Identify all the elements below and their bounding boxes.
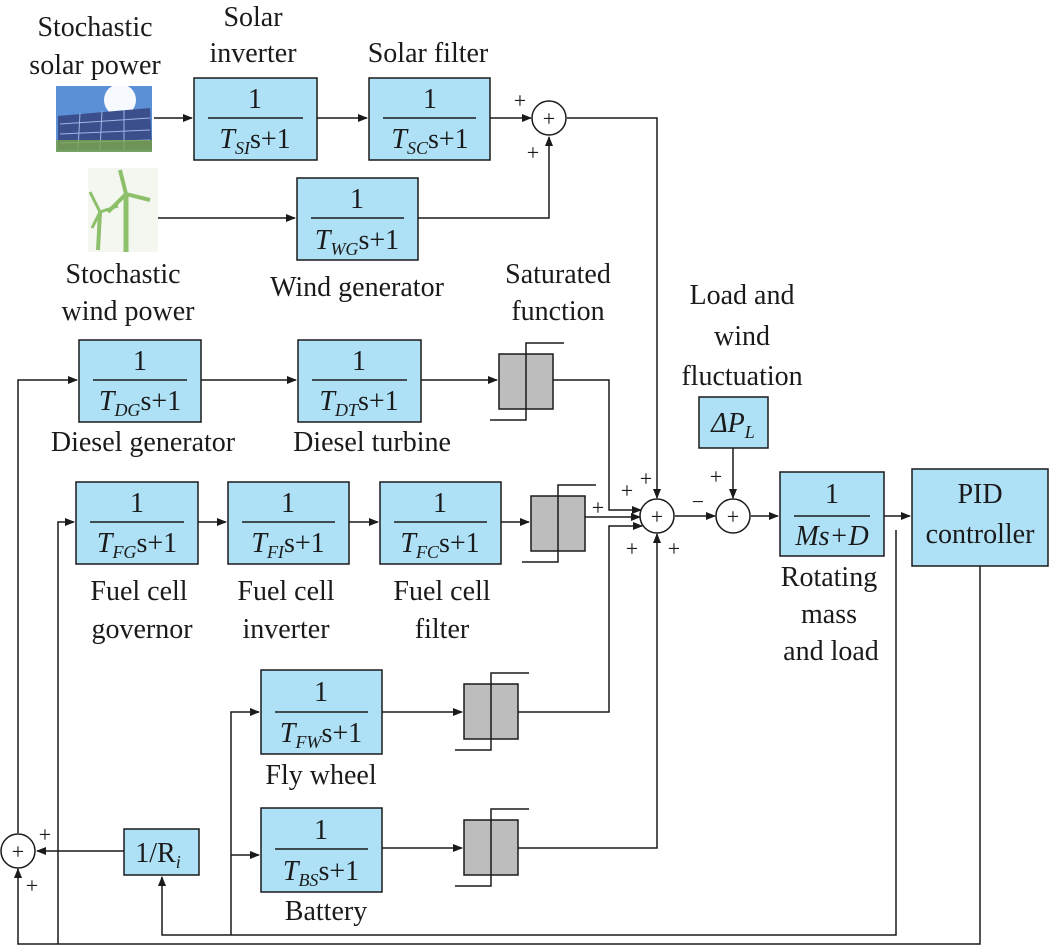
saturation-fuel-cell (522, 484, 596, 563)
svg-text:1: 1 (281, 488, 295, 519)
svg-text:1: 1 (314, 677, 328, 708)
svg-text:controller: controller (926, 519, 1036, 550)
svg-text:1: 1 (423, 84, 437, 115)
svg-text:1: 1 (433, 488, 447, 519)
svg-text:+: + (710, 464, 722, 489)
label-stochastic-solar: Stochastic (37, 12, 152, 43)
label-solar-filter: Solar filter (368, 38, 489, 69)
block-wind-generator: 1 TWGs+1 (296, 177, 419, 261)
label-fly-wheel: Fly wheel (265, 760, 376, 791)
svg-text:TBSs+1: TBSs+1 (283, 856, 359, 890)
svg-text:1: 1 (352, 346, 366, 377)
svg-text:+: + (640, 466, 652, 491)
label-stochastic-solar-2: solar power (29, 50, 161, 81)
solar-panel-icon (56, 84, 152, 152)
block-fuel-cell-filter: 1 TFCs+1 (379, 481, 502, 565)
label-solar-inverter: Solar (223, 2, 283, 33)
svg-text:+: + (543, 106, 555, 131)
block-ri: 1/Ri (123, 828, 200, 876)
block-battery: 1 TBSs+1 (260, 807, 383, 893)
label-fuel-cell-inverter-2: inverter (242, 614, 330, 645)
svg-text:ΔPL: ΔPL (710, 408, 755, 442)
svg-text:TFCs+1: TFCs+1 (400, 528, 479, 562)
svg-text:1/Ri: 1/Ri (135, 838, 180, 872)
label-diesel-generator: Diesel generator (51, 427, 236, 458)
svg-text:−: − (692, 489, 704, 514)
svg-text:TSIs+1: TSIs+1 (219, 124, 290, 158)
svg-text:+: + (651, 504, 663, 529)
block-fuel-cell-governor: 1 TFGs+1 (75, 481, 199, 565)
label-diesel-turbine: Diesel turbine (293, 427, 451, 458)
label-rotating-3: and load (783, 636, 879, 667)
saturation-diesel (490, 342, 564, 421)
block-pid-controller: PID controller (911, 468, 1049, 567)
svg-text:+: + (39, 822, 51, 847)
label-fuel-cell-inverter: Fuel cell (237, 576, 334, 607)
label-battery: Battery (285, 896, 367, 927)
svg-text:1: 1 (350, 184, 364, 215)
svg-text:+: + (668, 536, 680, 561)
svg-text:+: + (621, 478, 633, 503)
block-fuel-cell-inverter: 1 TFIs+1 (227, 481, 350, 565)
sum-junction-main: + (639, 498, 675, 534)
svg-text:TFIs+1: TFIs+1 (251, 528, 324, 562)
svg-text:+: + (626, 536, 638, 561)
block-diesel-turbine: 1 TDTs+1 (297, 339, 422, 423)
svg-text:1: 1 (248, 84, 262, 115)
label-wind-generator: Wind generator (270, 272, 444, 303)
diagram-labels: Stochastic solar power Solar inverter So… (29, 2, 879, 927)
label-rotating: Rotating (781, 562, 877, 593)
block-solar-filter: 1 TSCs+1 (368, 77, 491, 161)
label-fuel-cell-filter: Fuel cell (393, 576, 490, 607)
saturation-battery (455, 808, 529, 887)
svg-text:Ms+D: Ms+D (794, 521, 868, 552)
svg-text:1: 1 (130, 488, 144, 519)
signal-wires (14, 114, 981, 945)
label-load-wind-2: wind (714, 321, 770, 352)
label-load-wind-3: fluctuation (681, 361, 802, 392)
label-rotating-2: mass (801, 599, 857, 630)
sum-junction-renewables: + (531, 100, 567, 136)
sum-junction-feedback: + (0, 833, 36, 869)
svg-text:TDGs+1: TDGs+1 (99, 386, 181, 420)
svg-text:1: 1 (314, 815, 328, 846)
block-diesel-generator: 1 TDGs+1 (78, 339, 202, 423)
svg-text:TSCs+1: TSCs+1 (391, 124, 468, 158)
label-solar-inverter-2: inverter (209, 38, 297, 69)
label-saturated: Saturated (505, 259, 611, 290)
block-fly-wheel: 1 TFWs+1 (260, 669, 383, 755)
svg-text:+: + (527, 140, 539, 165)
svg-text:PID: PID (957, 479, 1002, 510)
svg-text:+: + (592, 495, 604, 520)
svg-text:+: + (26, 873, 38, 898)
label-fuel-cell-governor: Fuel cell (90, 576, 187, 607)
label-fuel-cell-governor-2: governor (91, 614, 193, 645)
svg-text:1: 1 (133, 346, 147, 377)
block-solar-inverter: 1 TSIs+1 (193, 77, 318, 161)
svg-text:+: + (12, 839, 24, 864)
label-load-wind: Load and (690, 280, 795, 311)
svg-text:+: + (727, 504, 739, 529)
svg-text:TDTs+1: TDTs+1 (319, 386, 398, 420)
svg-text:TFGs+1: TFGs+1 (97, 528, 177, 562)
sum-junction-load: + (715, 498, 751, 534)
svg-text:TWGs+1: TWGs+1 (315, 225, 399, 259)
junction-signs: + + + + + + + − + + + (26, 88, 722, 898)
label-fuel-cell-filter-2: filter (415, 614, 470, 645)
label-saturated-2: function (511, 296, 604, 327)
svg-text:1: 1 (825, 479, 839, 510)
saturation-fly-wheel (455, 672, 529, 751)
label-stochastic-wind-2: wind power (62, 296, 196, 327)
svg-text:TFWs+1: TFWs+1 (280, 718, 362, 752)
label-stochastic-wind: Stochastic (65, 259, 180, 290)
block-delta-pl: ΔPL (698, 396, 769, 449)
block-rotating-mass: 1 Ms+D (779, 471, 885, 557)
wind-turbine-icon (88, 168, 158, 252)
svg-text:+: + (514, 88, 526, 113)
